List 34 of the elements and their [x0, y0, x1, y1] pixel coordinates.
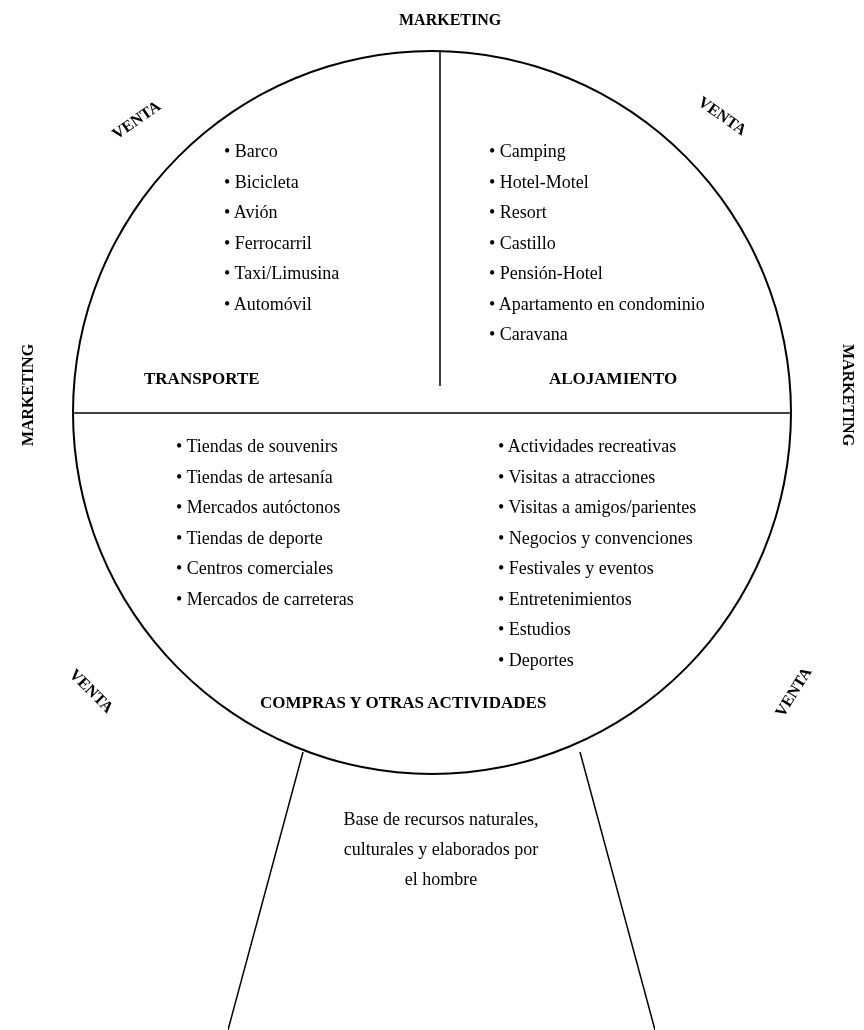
list-item: • Mercados de carreteras	[176, 587, 354, 610]
list-item: • Apartamento en condominio	[489, 292, 705, 315]
list-item: • Ferrocarril	[224, 231, 312, 254]
side-label: MARKETING	[399, 11, 502, 29]
list-item: • Pensión-Hotel	[489, 262, 603, 284]
list-item: • Estudios	[498, 618, 571, 640]
list-item: • Tiendas de deporte	[176, 526, 323, 549]
list-item: • Taxi/Limusina	[224, 262, 340, 284]
quadrant-heading: COMPRAS Y OTRAS ACTIVIDADES	[260, 692, 547, 714]
list-item: • Festivales y eventos	[498, 557, 654, 579]
side-label: MARKETING	[839, 343, 858, 447]
list-item: • Avión	[224, 201, 278, 223]
list-item: • Visitas a amigos/parientes	[498, 496, 697, 518]
list-item: • Entretenimientos	[498, 587, 632, 610]
quadrant-heading: ALOJAMIENTO	[549, 368, 678, 390]
list-item: • Automóvil	[224, 292, 312, 315]
list-item: • Tiendas de artesanía	[176, 465, 333, 488]
base-text: Base de recursos naturales, culturales y elaborados por el hombre	[342, 808, 540, 891]
list-item: • Bicicleta	[224, 170, 299, 193]
list-item: • Deportes	[498, 648, 574, 671]
list-item: • Negocios y convenciones	[498, 526, 693, 549]
list-item: • Visitas a atracciones	[498, 465, 656, 488]
list-item: • Castillo	[489, 231, 556, 254]
list-item: • Mercados autóctonos	[176, 496, 341, 518]
list-item: • Resort	[489, 201, 547, 223]
list-item: • Caravana	[489, 323, 568, 345]
side-label: MARKETING	[19, 343, 38, 447]
list-item: • Hotel-Motel	[489, 170, 589, 193]
quadrant-heading: TRANSPORTE	[144, 368, 260, 390]
list-item: • Camping	[489, 140, 566, 162]
list-item: • Barco	[224, 140, 278, 162]
list-item: • Centros comerciales	[176, 557, 334, 579]
list-item: • Actividades recreativas	[498, 435, 677, 457]
list-item: • Tiendas de souvenirs	[176, 435, 338, 457]
